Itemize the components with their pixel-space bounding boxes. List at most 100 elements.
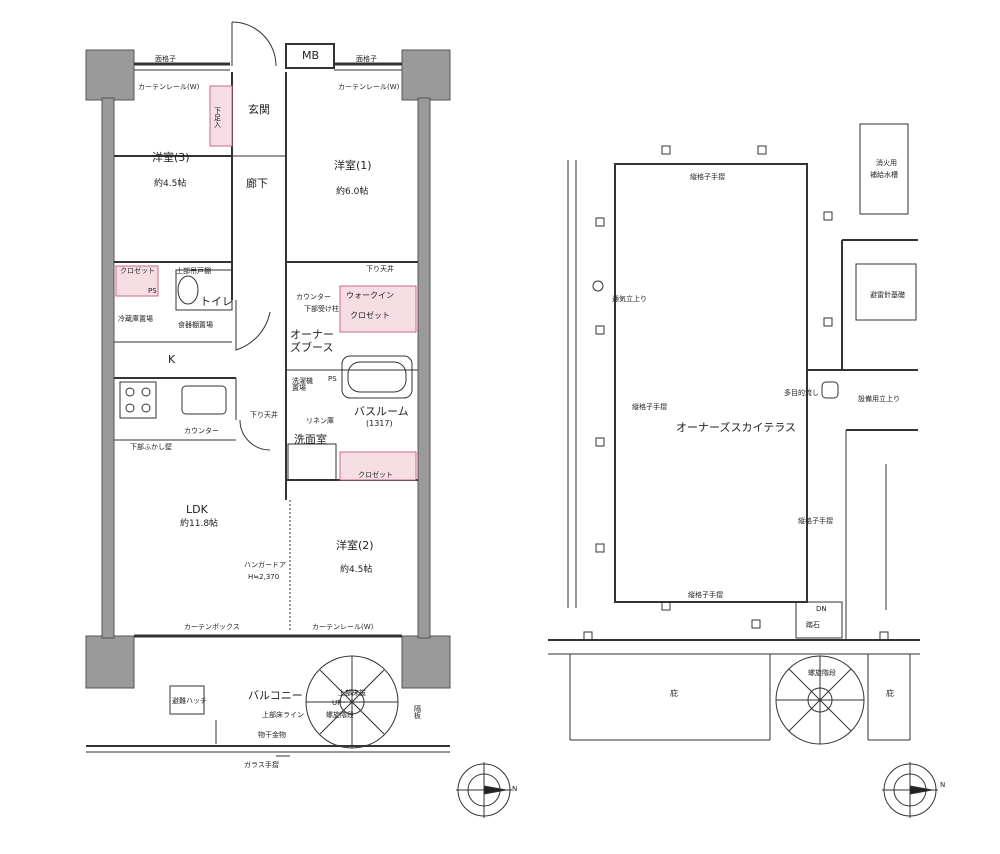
glass-rail-label: ガラス手摺: [244, 761, 279, 769]
k-label: K: [168, 353, 176, 366]
shoe-box-fill: [209, 85, 233, 147]
spiral-up-label: UP: [332, 699, 342, 707]
balcony-label: バルコニー: [248, 689, 303, 702]
column-bottom-right: [401, 635, 451, 689]
room3-name: 洋室(3): [152, 151, 190, 164]
beam-lower-label: 下部受け柱: [304, 305, 339, 313]
partition-label: 隔板: [414, 705, 421, 720]
column-top-right: [401, 49, 451, 101]
room1-area: 約6.0帖: [336, 187, 369, 197]
lattice-right-label: 面格子: [356, 55, 377, 63]
side-wall-right: [417, 97, 431, 639]
curtain-rail-bottom-label: カーテンレール(W): [312, 623, 374, 631]
rail-post: [879, 631, 889, 641]
counter-lower-label: カウンター: [184, 427, 219, 435]
rail-post: [595, 437, 605, 447]
right-plan-drawing: [548, 123, 938, 818]
fridge-space-label: 冷蔵庫置場: [118, 315, 153, 323]
vent-riser-label: 通気立上り: [612, 295, 647, 303]
column-top-left: [85, 49, 135, 101]
walkin-closet-label-2: クロゼット: [350, 311, 390, 320]
rail-post: [595, 217, 605, 227]
ps1-label: PS: [148, 287, 157, 295]
room3-area: 約4.5帖: [154, 179, 187, 189]
upper-fire-label: 上部床抜: [338, 689, 366, 697]
rail-post: [595, 325, 605, 335]
dn-label: DN: [816, 605, 827, 613]
rail-post: [757, 145, 767, 155]
right-closet-fill: [339, 451, 417, 481]
rail-post: [661, 601, 671, 611]
lightning-base-label: 避雷針基礎: [870, 291, 905, 299]
eaves-right-label: 庇: [886, 689, 894, 698]
evac-hatch-label: 避難ハッチ: [172, 697, 207, 705]
fire-tank-label-1: 消火用: [876, 159, 897, 167]
upper-cabinet-label: 上部吊戸棚: [176, 267, 211, 275]
terrace-label: オーナーズスカイテラス: [676, 421, 797, 434]
fire-tank-box: [859, 123, 909, 215]
washroom-label: 洗面室: [294, 433, 327, 446]
counter-upper-label: カウンター: [296, 293, 331, 301]
terrace-rail: [614, 163, 808, 603]
vertical-rail-top-label: 縦格子手摺: [690, 173, 725, 181]
column-bottom-left: [85, 635, 135, 689]
vertical-rail-right-label: 縦格子手摺: [798, 517, 833, 525]
stove: [119, 381, 157, 419]
shoe-box-label: 下足入: [214, 107, 221, 129]
ps2-label: PS: [328, 375, 337, 383]
room1-name: 洋室(1): [334, 159, 372, 172]
down-ceiling-1-label: 下り天井: [366, 265, 394, 273]
spiral-stair-right-label: 螺旋階段: [808, 669, 836, 677]
linen-label: リネン庫: [306, 417, 334, 425]
spiral-stair-left-label: 螺旋階段: [326, 711, 354, 719]
drain-label: 多目的流し: [784, 389, 819, 397]
closet-left-label: クロゼット: [120, 267, 155, 275]
compass-right-n: N: [940, 781, 946, 789]
equip-riser-label: 設備用立上り: [858, 395, 900, 403]
lightning-base-box: [855, 263, 917, 321]
left-plan-drawing: [85, 21, 512, 818]
rail-post: [583, 631, 593, 641]
evac-hatch-box: [169, 685, 205, 715]
walkin-closet-label-1: ウォークイン: [346, 291, 394, 300]
vertical-rail-bottom-label: 縦格子手摺: [688, 591, 723, 599]
rail-post: [661, 145, 671, 155]
rail-post: [751, 619, 761, 629]
curtain-rail-left-label: カーテンレール(W): [138, 83, 200, 91]
hanger-height-label: H≒2,370: [248, 573, 280, 581]
compass-left-n: N: [512, 785, 518, 793]
bathroom-label: バスルーム: [354, 405, 409, 418]
mb-box: [285, 43, 335, 69]
closet-right-label: クロゼット: [358, 471, 393, 479]
step-stone-label: 踏石: [806, 621, 820, 629]
fire-tank-label-2: 補給水槽: [870, 171, 898, 179]
side-wall-left: [101, 97, 115, 639]
bath-size-label: (1317): [366, 419, 393, 428]
walkin-closet-fill: [339, 285, 417, 333]
rail-post: [595, 543, 605, 553]
curtain-rail-right-label: カーテンレール(W): [338, 83, 400, 91]
eaves-left-label: 庇: [670, 689, 678, 698]
hallway-label: 廊下: [246, 177, 268, 190]
hanger-door-label: ハンガードア: [244, 561, 286, 569]
washer-space-label: 洗濯機置場: [292, 377, 313, 392]
room2-name: 洋室(2): [336, 539, 374, 552]
lattice-left-label: 面格子: [155, 55, 176, 63]
ldk-area: 約11.8帖: [180, 519, 219, 529]
mb-label: MB: [302, 49, 320, 62]
left-closet-fill: [115, 265, 159, 297]
curtain-box-label: カーテンボックス: [184, 623, 240, 631]
vertical-rail-left-label: 縦格子手摺: [632, 403, 667, 411]
down-ceiling-2-label: 下り天井: [250, 411, 278, 419]
toilet-label: トイレ: [200, 295, 233, 308]
genkan-label: 玄関: [248, 103, 270, 116]
rail-post: [823, 317, 833, 327]
upper-floor-line-label: 上部床ライン: [262, 711, 304, 719]
sink: [181, 385, 227, 415]
owners-booth-label: オーナーズブース: [290, 328, 334, 355]
fukashi-label: 下部ふかし壁: [130, 443, 172, 451]
drying-hardware-label: 物干金物: [258, 731, 286, 739]
dish-shelf-label: 食器棚置場: [178, 321, 213, 329]
rail-post: [823, 211, 833, 221]
